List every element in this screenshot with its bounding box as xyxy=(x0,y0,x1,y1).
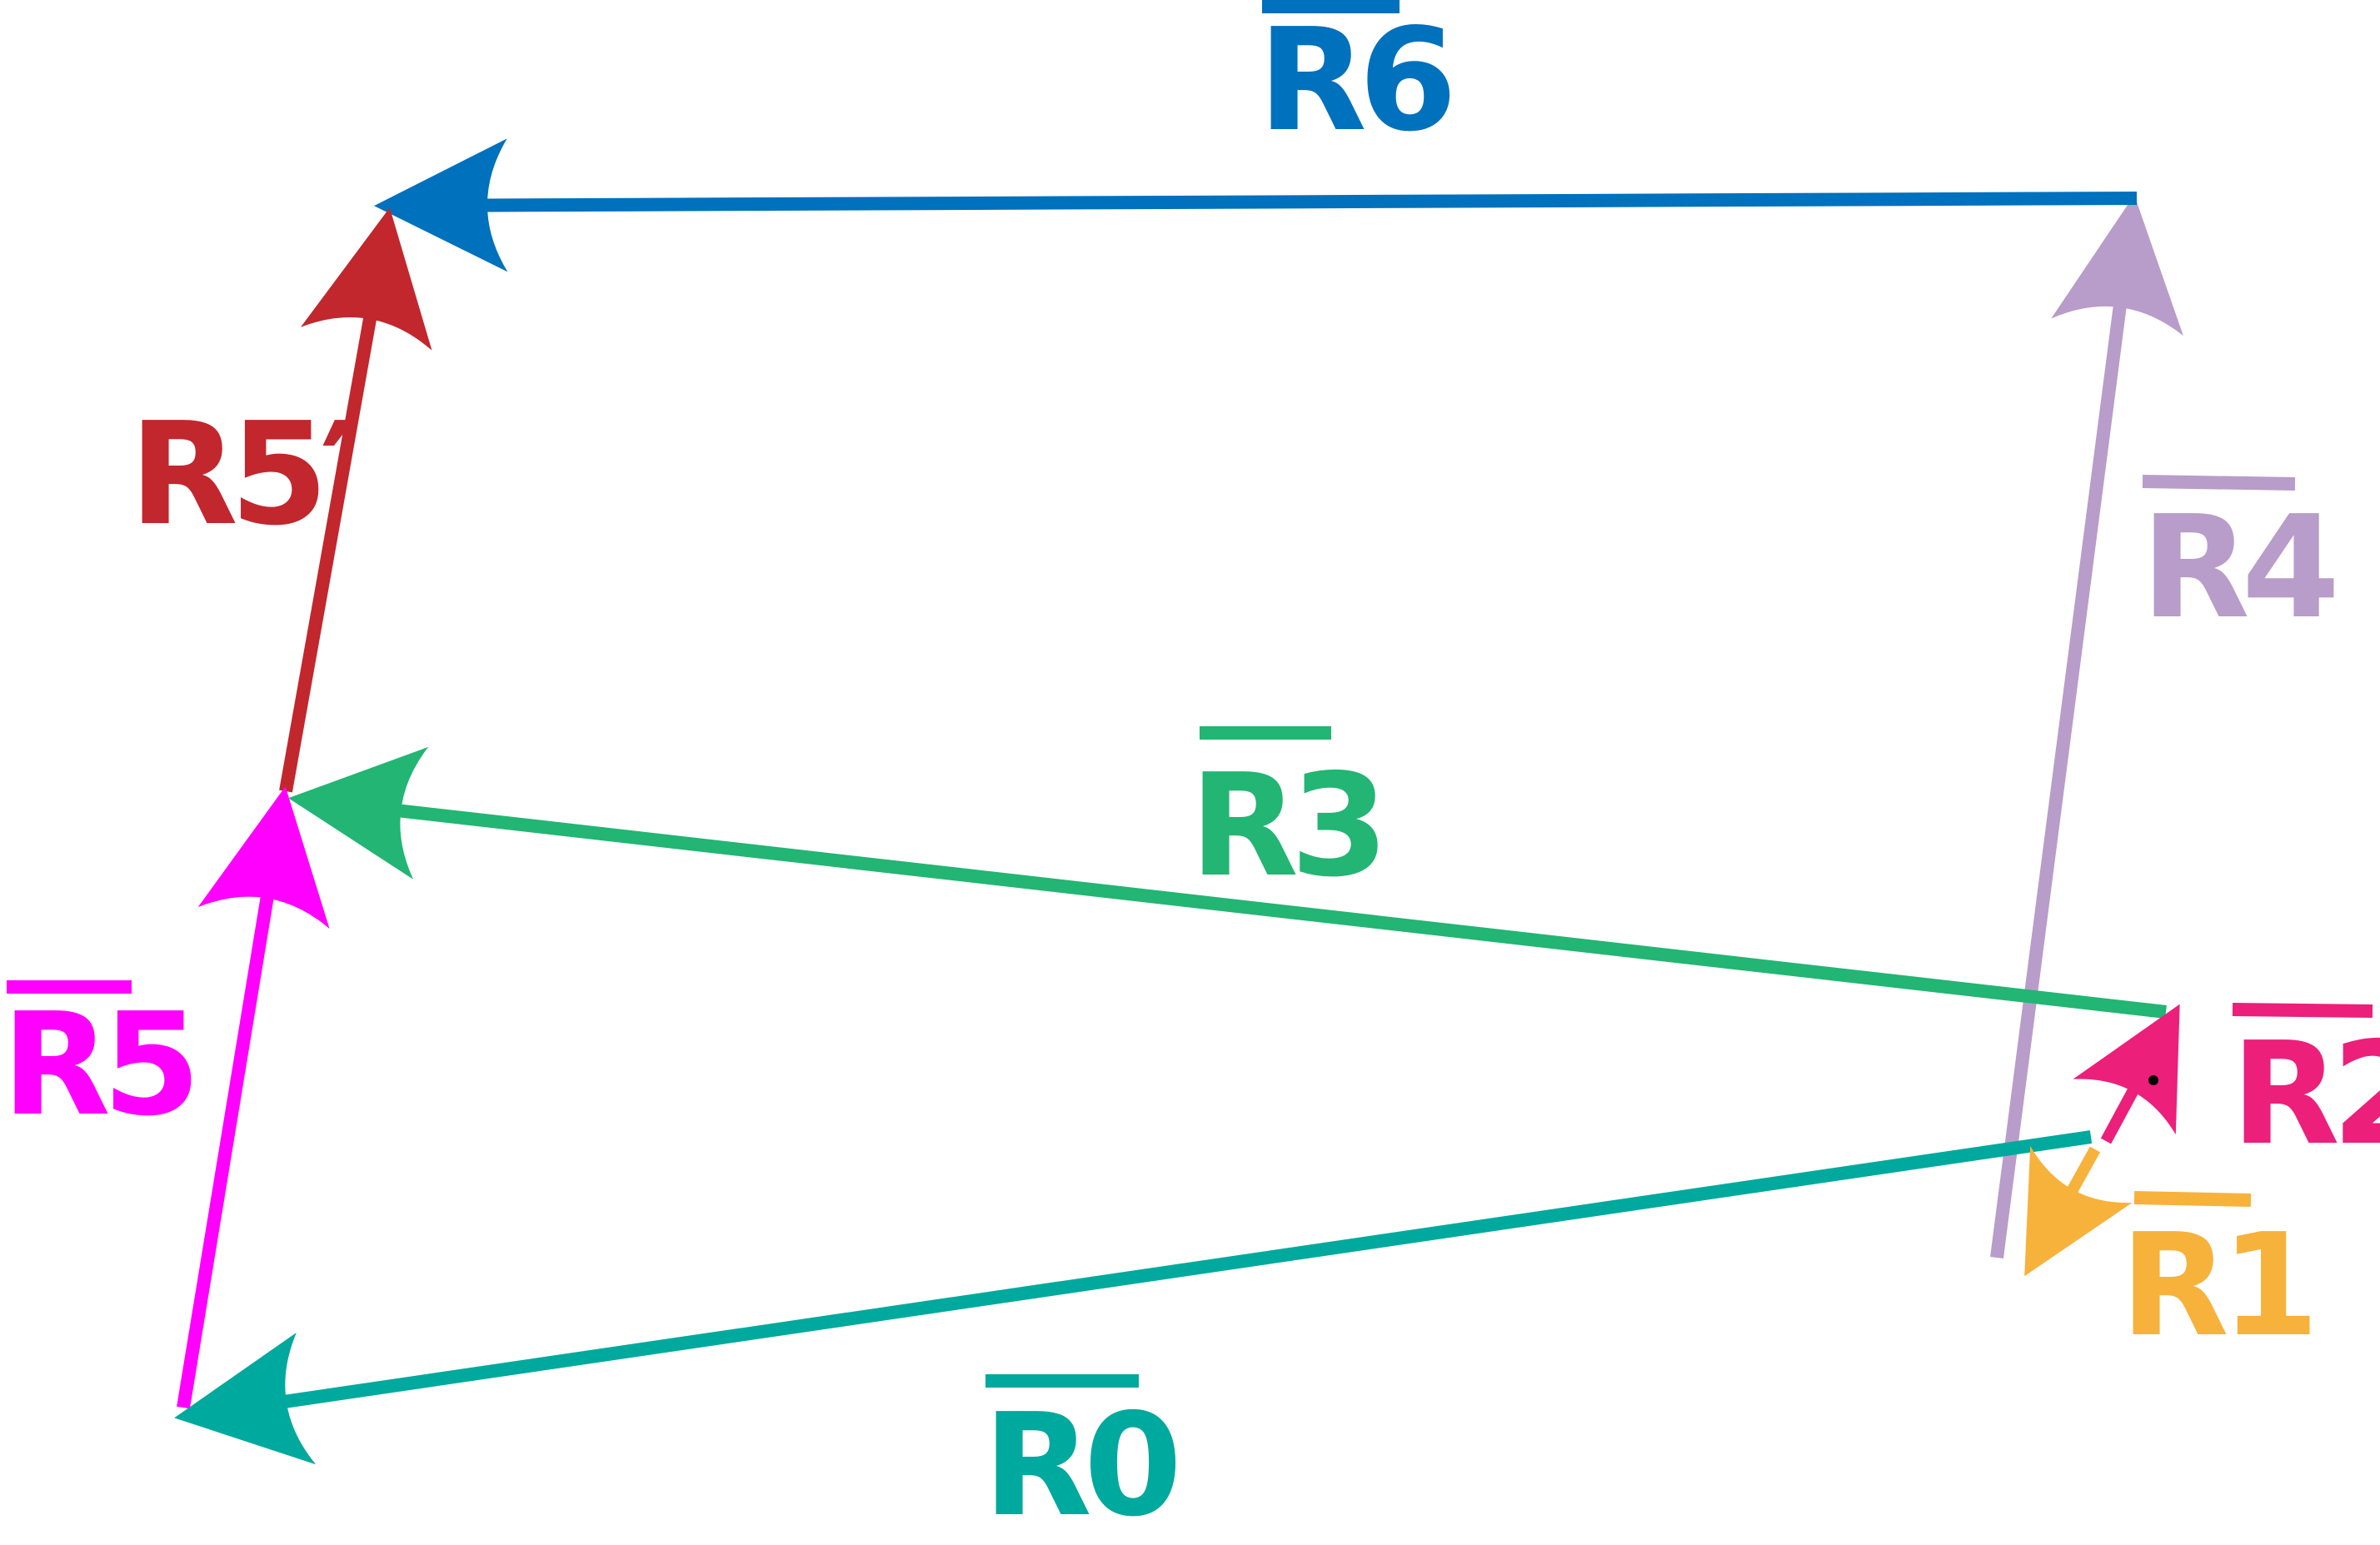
label-r5-prime-text: R5′ xyxy=(129,392,354,557)
label-r0: R0 xyxy=(983,1374,1185,1545)
label-r6-text: R6 xyxy=(1258,0,1450,163)
label-r1-text: R1 xyxy=(2120,1204,2311,1368)
label-r0-text: R0 xyxy=(983,1383,1176,1545)
label-r1-overbar xyxy=(2133,1191,2252,1207)
label-r5-prime: R5′ xyxy=(129,392,362,557)
label-r4-text: R4 xyxy=(2141,486,2334,650)
vector-r6-arrow xyxy=(374,138,2138,272)
vector-r3-arrow xyxy=(288,746,2167,1019)
label-r5-text: R5 xyxy=(2,983,192,1148)
vector-r4-arrow xyxy=(1990,195,2183,1259)
label-r4-overbar xyxy=(2142,475,2296,491)
label-r5: R5 xyxy=(2,980,201,1148)
vector-r2-arrow xyxy=(2073,1004,2180,1144)
vector-r5-arrow xyxy=(177,786,330,1409)
label-r2-text: R2 xyxy=(2231,1012,2380,1177)
vector-r1-arrow xyxy=(2024,1145,2133,1277)
vector-r0-arrow xyxy=(174,1130,2093,1465)
label-r2-overbar xyxy=(2232,1003,2373,1018)
pivot-point xyxy=(2148,1075,2158,1085)
label-r4: R4 xyxy=(2141,475,2343,650)
vector-r5-prime-arrow xyxy=(279,207,432,793)
label-r6: R6 xyxy=(1258,0,1459,163)
label-r3-text: R3 xyxy=(1190,744,1380,909)
label-r3: R3 xyxy=(1190,726,1389,909)
label-r1: R1 xyxy=(2120,1191,2319,1368)
label-r2: R2 xyxy=(2231,1003,2380,1177)
